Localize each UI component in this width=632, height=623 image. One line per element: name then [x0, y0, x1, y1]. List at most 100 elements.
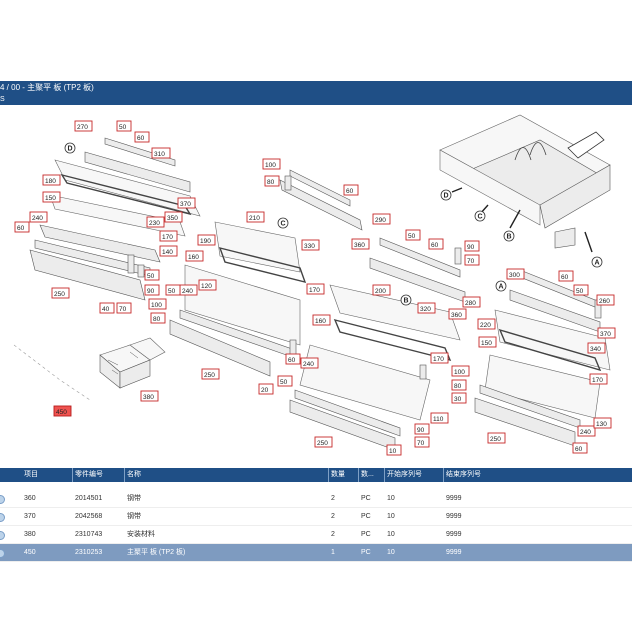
column-header[interactable]: 数... [361, 471, 374, 478]
row-select-icon[interactable] [0, 513, 5, 522]
part-label[interactable]: 60 [134, 131, 150, 143]
part-label[interactable]: 150 [42, 191, 61, 203]
part-label[interactable]: 160 [312, 314, 331, 326]
svg-text:C: C [281, 221, 286, 228]
part-label[interactable]: 360 [448, 308, 467, 320]
part-label[interactable]: 250 [201, 368, 220, 380]
part-label[interactable]: 60 [558, 270, 574, 282]
exploded-parts-diagram: D C B A D C B A 270 50 60 310 180 150 37… [13, 114, 616, 456]
part-label[interactable]: 50 [165, 284, 181, 296]
part-label[interactable]: 280 [462, 296, 481, 308]
part-label[interactable]: 170 [306, 283, 325, 295]
overview-marker-a: A [591, 256, 603, 268]
part-label[interactable]: 270 [74, 120, 93, 132]
cell-name: 钢带 [127, 495, 141, 502]
column-header[interactable]: 开始序列号 [387, 471, 422, 478]
part-label[interactable]: 150 [478, 336, 497, 348]
svg-text:270: 270 [77, 124, 88, 131]
column-header[interactable]: 项目 [24, 471, 38, 478]
part-label[interactable]: 110 [430, 412, 449, 424]
part-label[interactable]: 230 [146, 216, 165, 228]
part-label[interactable]: 170 [430, 352, 449, 364]
part-label[interactable]: 350 [164, 211, 183, 223]
part-label[interactable]: 240 [577, 425, 596, 437]
part-label[interactable]: 100 [148, 298, 167, 310]
cell-unit: PC [361, 531, 371, 538]
part-label[interactable]: 310 [151, 147, 171, 159]
part-label[interactable]: 50 [116, 120, 132, 132]
part-label[interactable]: 50 [144, 269, 160, 281]
part-label[interactable]: 50 [277, 375, 293, 387]
part-label[interactable]: 120 [198, 279, 217, 291]
part-label[interactable]: 170 [589, 373, 608, 385]
part-label[interactable]: 70 [116, 302, 132, 314]
part-label[interactable]: 80 [264, 175, 280, 187]
svg-text:50: 50 [147, 273, 155, 280]
part-label[interactable]: 340 [587, 342, 606, 354]
row-select-icon[interactable] [0, 549, 5, 558]
part-label-450-selected[interactable]: 450 [53, 405, 72, 417]
part-label[interactable]: 190 [197, 234, 216, 246]
part-label[interactable]: 300 [506, 268, 525, 280]
column-header[interactable]: 结束序列号 [446, 471, 481, 478]
part-label[interactable]: 290 [372, 213, 391, 225]
column-header[interactable]: 名称 [127, 471, 141, 478]
table-row[interactable]: 360 2014501 钢带 2 PC 10 9999 [0, 490, 632, 508]
part-label[interactable]: 60 [343, 184, 359, 196]
part-label[interactable]: 50 [405, 229, 421, 241]
part-label[interactable]: 10 [386, 444, 402, 456]
table-row-selected[interactable]: 450 2310253 主聚平 板 (TP2 板) 1 PC 10 9999 [0, 544, 632, 562]
part-label[interactable]: 240 [300, 357, 319, 369]
table-row[interactable]: 380 2310743 安装材料 2 PC 10 9999 [0, 526, 632, 544]
part-label[interactable]: 40 [99, 302, 115, 314]
part-label[interactable]: 100 [262, 158, 281, 170]
cell-item: 360 [24, 495, 36, 502]
part-label[interactable]: 60 [572, 442, 588, 454]
svg-text:140: 140 [162, 249, 173, 256]
part-label[interactable]: 180 [42, 174, 61, 186]
cell-item: 450 [24, 549, 36, 556]
part-label[interactable]: 90 [414, 423, 430, 435]
part-label[interactable]: 140 [159, 245, 178, 257]
svg-text:360: 360 [354, 242, 365, 249]
column-header[interactable]: 数量 [331, 471, 345, 478]
row-select-icon[interactable] [0, 495, 5, 504]
part-label[interactable]: 260 [596, 294, 615, 306]
part-label[interactable]: 90 [464, 240, 480, 252]
part-label[interactable]: 370 [597, 327, 616, 339]
part-label-380[interactable]: 380 [140, 390, 159, 402]
cell-item: 380 [24, 531, 36, 538]
part-label[interactable]: 360 [351, 238, 370, 250]
part-label[interactable]: 330 [301, 239, 320, 251]
part-label[interactable]: 320 [417, 302, 436, 314]
part-label[interactable]: 210 [246, 211, 265, 223]
part-label[interactable]: 200 [372, 284, 391, 296]
part-label[interactable]: 90 [144, 284, 160, 296]
table-row[interactable]: 370 2042568 钢带 2 PC 10 9999 [0, 508, 632, 526]
part-label[interactable]: 50 [573, 284, 589, 296]
svg-text:A: A [499, 284, 504, 291]
part-label[interactable]: 60 [428, 238, 444, 250]
part-label[interactable]: 370 [177, 197, 196, 209]
part-label[interactable]: 220 [477, 318, 496, 330]
part-label[interactable]: 70 [464, 254, 480, 266]
part-label[interactable]: 250 [314, 436, 333, 448]
column-header[interactable]: 零件编号 [75, 471, 103, 478]
part-label[interactable]: 20 [258, 383, 274, 395]
row-select-icon[interactable] [0, 531, 5, 540]
part-label[interactable]: 60 [14, 221, 30, 233]
part-label[interactable]: 30 [451, 392, 467, 404]
part-label[interactable]: 80 [150, 312, 166, 324]
part-label[interactable]: 250 [51, 287, 70, 299]
part-label[interactable]: 250 [487, 432, 506, 444]
part-label[interactable]: 240 [29, 211, 48, 223]
part-label[interactable]: 160 [185, 250, 204, 262]
part-label[interactable]: 130 [593, 417, 612, 429]
part-label[interactable]: 100 [451, 365, 470, 377]
part-label[interactable]: 170 [159, 230, 178, 242]
svg-text:100: 100 [151, 302, 162, 309]
part-label[interactable]: 60 [285, 353, 301, 365]
part-label[interactable]: 80 [451, 379, 467, 391]
part-label[interactable]: 70 [414, 436, 430, 448]
part-label[interactable]: 240 [179, 284, 198, 296]
